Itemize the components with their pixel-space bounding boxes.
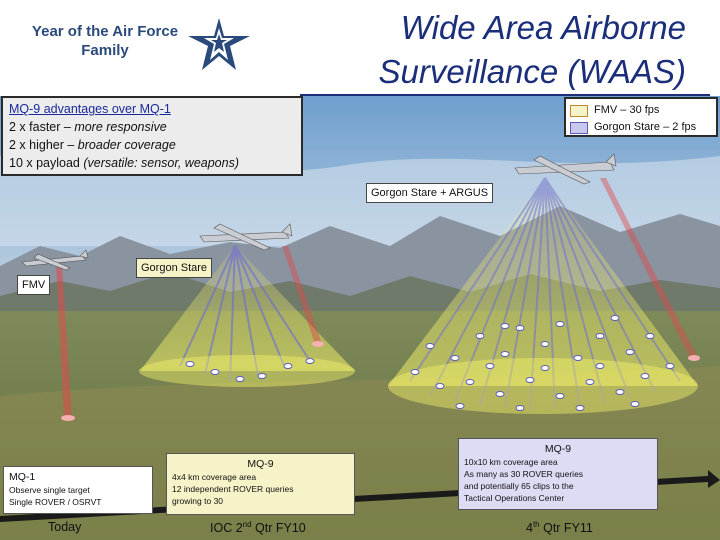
- advantage-row: 2 x faster – more responsive: [9, 118, 295, 136]
- legend-swatch-fmv: [570, 104, 588, 117]
- title-line-2: Surveillance (WAAS): [378, 53, 687, 90]
- timeline-ioc-pre: IOC 2: [210, 521, 243, 536]
- panel-mq9-gorgon: MQ-9 4x4 km coverage area 12 independent…: [166, 453, 355, 515]
- logo-line-2: Family: [81, 42, 129, 59]
- panel-mq9-gorgon-line-3: growing to 30: [172, 496, 224, 506]
- panel-mq9-gorgon-title: MQ-9: [247, 458, 274, 470]
- mq9-drone-right: [514, 153, 617, 185]
- mq1-drone: [21, 249, 89, 271]
- panel-mq1-line-1: Observe single target: [9, 485, 90, 495]
- advantage-lead: 2 x faster –: [9, 120, 75, 134]
- gorgon-footprint: [139, 355, 355, 387]
- timeline-ioc: IOC 2nd Qtr FY10: [210, 520, 306, 535]
- panel-mq9-argus-line-4: Tactical Operations Center: [464, 493, 565, 503]
- advantage-lead: 10 x payload: [9, 156, 84, 170]
- panel-mq9-argus-title: MQ-9: [544, 443, 572, 455]
- argus-beams: [409, 177, 681, 411]
- air-force-symbol-icon: [188, 18, 250, 70]
- timeline-ioc-sup: nd: [242, 520, 252, 529]
- timeline-fy11-sup: th: [532, 520, 540, 529]
- target-dots: [185, 315, 675, 411]
- title-underline: [300, 94, 710, 97]
- timeline-fy11: 4th Qtr FY11: [526, 520, 593, 535]
- mq9-drone-middle: [199, 223, 293, 251]
- advantages-panel: MQ-9 advantages over MQ-1 2 x faster – m…: [1, 96, 303, 176]
- legend-item-fmv: FMV – 30 fps: [570, 102, 712, 119]
- timeline-ioc-post: Qtr FY10: [251, 521, 306, 536]
- label-gorgon-stare: Gorgon Stare: [136, 258, 213, 278]
- legend-label-gorgon: Gorgon Stare – 2 fps: [594, 121, 697, 133]
- panel-mq1-line-2: Single ROVER / OSRVT: [9, 497, 102, 507]
- panel-mq9-gorgon-line-1: 4x4 km coverage area: [172, 472, 257, 482]
- laser-target-right: [688, 355, 700, 361]
- page-title: Wide Area Airborne Surveillance (WAAS): [379, 6, 687, 94]
- laser-target-middle: [312, 341, 324, 347]
- advantage-lead: 2 x higher –: [9, 138, 78, 152]
- panel-mq9-gorgon-line-2: 12 independent ROVER queries: [172, 484, 294, 494]
- logo-text: Year of the Air Force Family: [30, 22, 180, 60]
- label-gorgon-argus: Gorgon Stare + ARGUS: [366, 183, 494, 203]
- timeline-today: Today: [48, 520, 82, 534]
- panel-mq1-title: MQ-1: [9, 471, 36, 483]
- argus-footprint: [388, 358, 698, 414]
- panel-mq9-argus-line-3: and potentially 65 clips to the: [464, 481, 574, 491]
- argus-cone: [388, 178, 698, 386]
- advantages-heading: MQ-9 advantages over MQ-1: [9, 102, 171, 116]
- legend-label-fmv: FMV – 30 fps: [594, 104, 660, 116]
- laser-middle: [282, 246, 322, 344]
- label-fmv: FMV: [17, 275, 51, 295]
- timeline-fy11-post: Qtr FY11: [539, 521, 593, 536]
- header: Year of the Air Force Family Wide Area A…: [0, 0, 720, 97]
- advantage-row: 10 x payload (versatile: sensor, weapons…: [9, 154, 295, 172]
- advantage-detail: broader coverage: [77, 138, 176, 152]
- panel-mq9-argus: MQ-9 10x10 km coverage area As many as 3…: [458, 438, 658, 510]
- gorgon-cone: [140, 246, 355, 371]
- panel-mq1: MQ-1 Observe single target Single ROVER …: [3, 466, 153, 514]
- logo-line-1: Year of the Air Force: [31, 23, 179, 40]
- fmv-beam-left: [56, 264, 72, 418]
- panel-mq9-argus-line-1: 10x10 km coverage area: [464, 457, 558, 467]
- gorgon-beams: [179, 245, 311, 382]
- legend-swatch-gorgon: [570, 121, 588, 134]
- fmv-target-left: [61, 415, 75, 421]
- laser-right: [600, 178, 698, 358]
- panel-mq9-argus-line-2: As many as 30 ROVER queries: [464, 469, 584, 479]
- timeline-fy11-pre: 4: [526, 521, 533, 536]
- advantage-row: 2 x higher – broader coverage: [9, 136, 295, 154]
- legend: FMV – 30 fps Gorgon Stare – 2 fps: [564, 97, 718, 137]
- title-line-1: Wide Area Airborne: [400, 9, 686, 46]
- advantage-detail: more responsive: [74, 120, 167, 134]
- advantage-detail: (versatile: sensor, weapons): [83, 156, 239, 170]
- legend-item-gorgon: Gorgon Stare – 2 fps: [570, 119, 712, 136]
